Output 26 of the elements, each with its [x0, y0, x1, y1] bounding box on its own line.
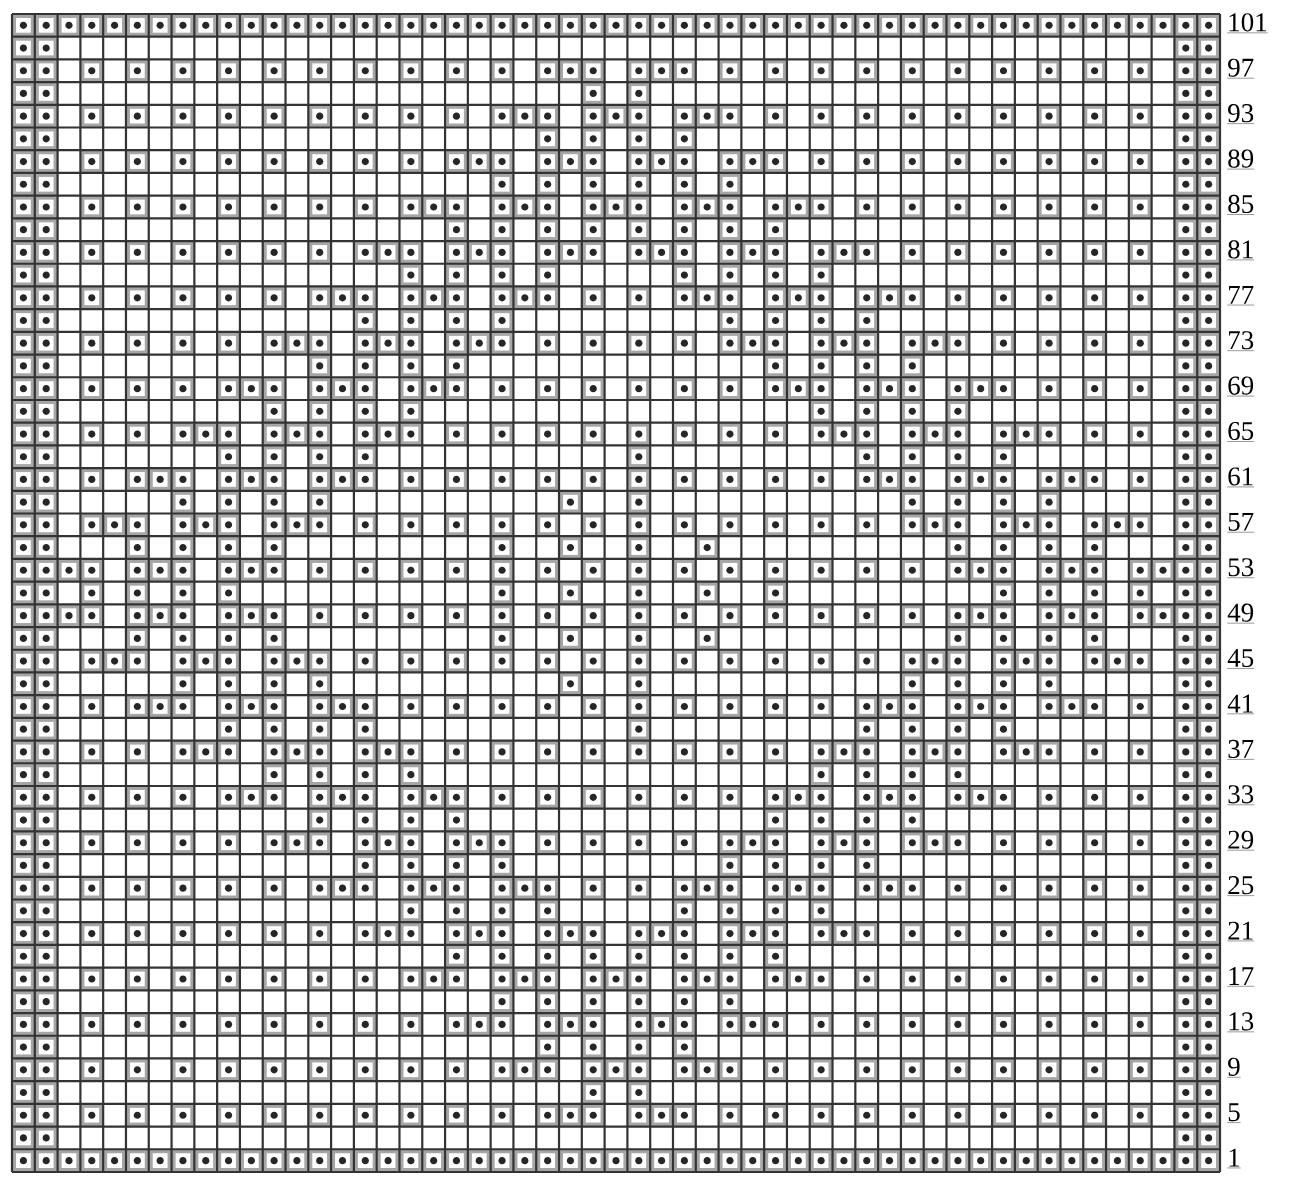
row-number: 81	[1227, 240, 1255, 261]
row-number: 41	[1227, 694, 1255, 715]
row-number: 5	[1227, 1103, 1241, 1123]
row-number: 1	[1227, 1148, 1241, 1169]
row-number: 49	[1227, 603, 1255, 624]
row-number: 57	[1227, 512, 1255, 533]
row-number: 9	[1227, 1057, 1241, 1078]
row-number: 101	[1227, 13, 1268, 34]
row-number: 29	[1227, 830, 1255, 851]
row-number: 53	[1227, 558, 1255, 578]
row-number: 37	[1227, 739, 1255, 760]
row-number: 45	[1227, 649, 1255, 669]
row-number: 33	[1227, 785, 1255, 805]
row-number: 65	[1227, 421, 1255, 442]
row-number: 69	[1227, 376, 1255, 397]
row-number: 73	[1227, 331, 1255, 351]
row-number: 85	[1227, 194, 1255, 215]
row-number: 17	[1227, 967, 1255, 987]
row-number: 97	[1227, 58, 1255, 79]
row-number: 93	[1227, 104, 1255, 124]
row-number: 89	[1227, 149, 1255, 170]
row-number: 21	[1227, 921, 1255, 942]
row-number: 25	[1227, 876, 1255, 896]
row-number: 77	[1227, 285, 1255, 306]
row-number: 61	[1227, 467, 1255, 488]
row-number: 13	[1227, 1012, 1255, 1033]
